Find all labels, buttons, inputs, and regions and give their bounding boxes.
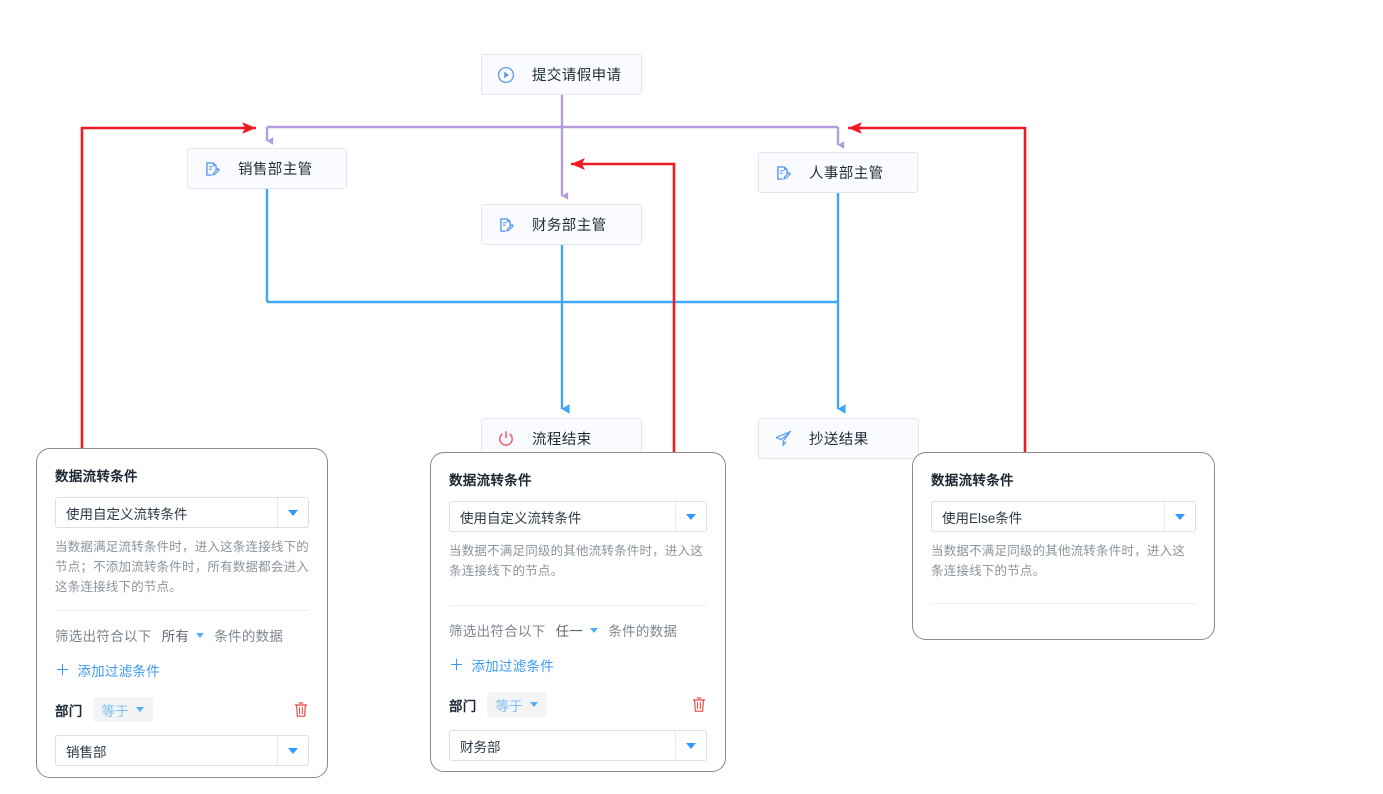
node-hr-manager-label: 人事部主管: [809, 166, 884, 182]
chevron-down-icon: [135, 707, 144, 712]
trash-icon[interactable]: [690, 696, 707, 714]
condition-operator-value: 等于: [101, 703, 129, 719]
approval-doc-icon: [773, 163, 793, 183]
filter-suffix-label: 条件的数据: [214, 629, 284, 644]
filter-suffix-label: 条件的数据: [608, 624, 678, 639]
node-sales-manager[interactable]: 销售部主管: [187, 148, 347, 189]
filter-match-select[interactable]: 任一: [556, 620, 599, 640]
divider: [55, 610, 309, 611]
chevron-down-icon[interactable]: [675, 731, 706, 760]
condition-panel-sales: 数据流转条件 使用自定义流转条件 当数据满足流转条件时，进入这条连接线下的节点；…: [36, 448, 328, 778]
add-filter-condition-button[interactable]: ＋ 添加过滤条件: [55, 660, 309, 680]
node-start-label: 提交请假申请: [532, 68, 622, 84]
panel-description: 当数据不满足同级的其他流转条件时，进入这条连接线下的节点。: [449, 544, 704, 578]
filter-match-row: 筛选出符合以下 任一 条件的数据: [449, 606, 707, 640]
condition-field-label: 部门: [55, 703, 83, 719]
node-cc-result[interactable]: 抄送结果: [758, 418, 919, 459]
condition-operator-select[interactable]: 等于: [92, 697, 153, 722]
play-circle-icon: [496, 65, 516, 85]
plus-icon: ＋: [55, 661, 71, 679]
add-filter-condition-button[interactable]: ＋ 添加过滤条件: [449, 655, 707, 675]
flow-condition-mode-value: 使用自定义流转条件: [460, 510, 582, 526]
paper-plane-icon: [773, 429, 793, 449]
filter-match-value: 所有: [161, 629, 190, 644]
condition-row-header: 部门 等于: [55, 697, 309, 722]
filter-match-value: 任一: [555, 624, 584, 639]
chevron-down-icon: [529, 702, 538, 707]
chevron-down-icon[interactable]: [277, 498, 308, 527]
condition-row-header: 部门 等于: [449, 692, 707, 717]
node-finance-manager-label: 财务部主管: [532, 218, 607, 234]
plus-icon: ＋: [449, 656, 465, 674]
condition-value: 销售部: [66, 744, 107, 760]
node-sales-manager-label: 销售部主管: [238, 162, 313, 178]
chevron-down-icon: [590, 627, 599, 633]
approval-doc-icon: [202, 159, 222, 179]
node-finance-manager[interactable]: 财务部主管: [481, 204, 642, 245]
node-hr-manager[interactable]: 人事部主管: [758, 152, 918, 193]
chevron-down-icon[interactable]: [277, 736, 308, 765]
panel-title: 数据流转条件: [449, 473, 532, 488]
panel-title: 数据流转条件: [55, 469, 138, 484]
node-cc-result-label: 抄送结果: [809, 432, 869, 448]
add-filter-condition-label: 添加过滤条件: [471, 659, 555, 674]
purple-connector-group: [265, 95, 845, 200]
trash-icon[interactable]: [292, 701, 309, 719]
divider: [931, 603, 1196, 604]
condition-value-select[interactable]: 销售部: [55, 735, 309, 766]
filter-match-row: 筛选出符合以下 所有 条件的数据: [55, 611, 309, 645]
flow-condition-mode-select[interactable]: 使用自定义流转条件: [449, 501, 707, 532]
condition-operator-value: 等于: [495, 698, 523, 714]
flow-condition-mode-value: 使用Else条件: [942, 510, 1023, 526]
condition-operator-select[interactable]: 等于: [486, 692, 547, 717]
node-start[interactable]: 提交请假申请: [481, 54, 642, 95]
flow-condition-mode-select[interactable]: 使用自定义流转条件: [55, 497, 309, 528]
node-process-end-label: 流程结束: [532, 432, 592, 448]
flow-condition-mode-select[interactable]: 使用Else条件: [931, 501, 1196, 532]
chevron-down-icon[interactable]: [1164, 502, 1195, 531]
chevron-down-icon[interactable]: [675, 502, 706, 531]
filter-prefix-label: 筛选出符合以下: [449, 624, 546, 639]
chevron-down-icon: [196, 632, 205, 638]
approval-doc-icon: [496, 215, 516, 235]
condition-value-select[interactable]: 财务部: [449, 730, 707, 761]
panel-description: 当数据满足流转条件时，进入这条连接线下的节点；不添加流转条件时，所有数据都会进入…: [55, 540, 310, 594]
divider: [449, 605, 707, 606]
power-off-icon: [496, 429, 516, 449]
panel-description: 当数据不满足同级的其他流转条件时，进入这条连接线下的节点。: [931, 544, 1186, 578]
filter-match-select[interactable]: 所有: [162, 625, 205, 645]
condition-value: 财务部: [460, 739, 501, 755]
condition-field-label: 部门: [449, 698, 477, 714]
panel-title: 数据流转条件: [931, 473, 1014, 488]
flow-condition-mode-value: 使用自定义流转条件: [66, 506, 188, 522]
condition-panel-finance: 数据流转条件 使用自定义流转条件 当数据不满足同级的其他流转条件时，进入这条连接…: [430, 452, 726, 772]
filter-prefix-label: 筛选出符合以下: [55, 629, 152, 644]
add-filter-condition-label: 添加过滤条件: [77, 664, 161, 679]
condition-panel-hr: 数据流转条件 使用Else条件 当数据不满足同级的其他流转条件时，进入这条连接线…: [912, 452, 1215, 640]
